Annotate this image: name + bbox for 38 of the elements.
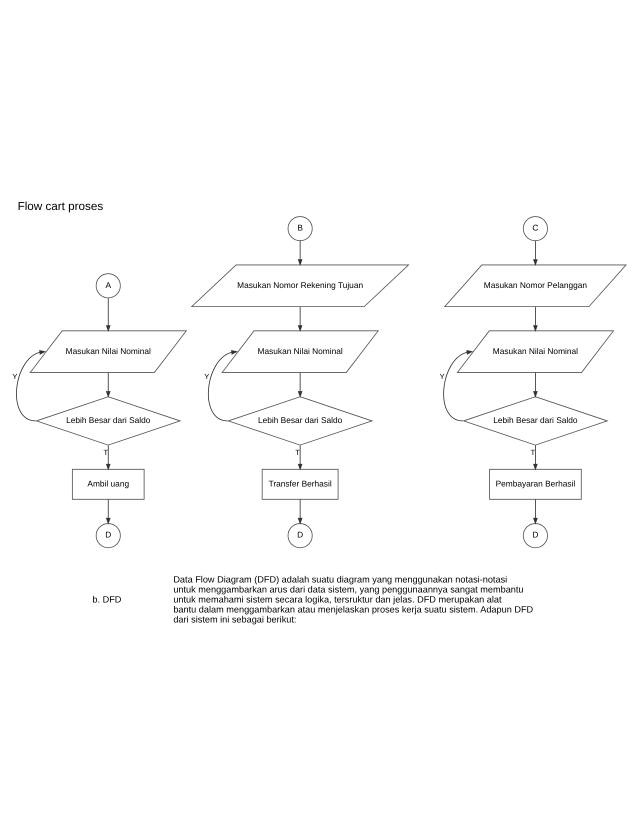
node-circle: B	[288, 216, 313, 242]
label: b. DFD	[92, 594, 122, 605]
arrow	[298, 372, 302, 398]
arrow	[298, 306, 302, 332]
diagram-title: Flow cart proses	[18, 200, 104, 214]
node-circle: D	[288, 523, 313, 548]
edge-label: Y	[204, 372, 210, 382]
arrow	[208, 350, 238, 422]
label: Data Flow Diagram (DFD) adalah suatu diagram yang menggunakan notasi-notasi untuk menggambarkan arus dari data sistem, yang penggunaannya sangat membantu untuk memahami sistem secara logika, tersruktur dan jelas. DFD merupakan alat bantu dalam menggambarkan atau menjelaskan proses kerja suatu sistem. Adapun DFD dari sistem ini sebagai berikut:	[173, 574, 534, 625]
node-diamond: Lebih Besar dari Saldo	[226, 396, 374, 446]
arrow	[533, 240, 538, 266]
node-box: Ambil uang	[72, 468, 145, 500]
edge-label: T	[295, 448, 300, 458]
node-circle: C	[522, 216, 548, 242]
arrow	[298, 499, 302, 525]
arrow	[106, 499, 111, 525]
arrow	[533, 306, 538, 332]
arrow	[106, 445, 111, 471]
node-circle: D	[96, 523, 121, 548]
node-box: Transfer Berhasil	[262, 468, 339, 500]
node-circle: D	[522, 523, 548, 548]
edge-label: Y	[12, 372, 18, 382]
arrow	[298, 240, 302, 266]
arrow	[298, 445, 302, 471]
arrow	[16, 350, 46, 422]
arrow	[533, 445, 538, 471]
arrow	[106, 298, 111, 332]
node-circle: A	[96, 273, 121, 298]
node-box: Pembayaran Berhasil	[489, 468, 582, 500]
edge-label: T	[530, 448, 536, 458]
node-diamond: Lebih Besar dari Saldo	[462, 396, 609, 446]
arrow	[106, 372, 111, 398]
arrow	[443, 350, 474, 422]
edge-label: Y	[440, 372, 445, 382]
arrow	[533, 372, 538, 398]
arrow	[533, 499, 538, 525]
edge-label: T	[103, 448, 108, 458]
node-diamond: Lebih Besar dari Saldo	[35, 396, 182, 446]
